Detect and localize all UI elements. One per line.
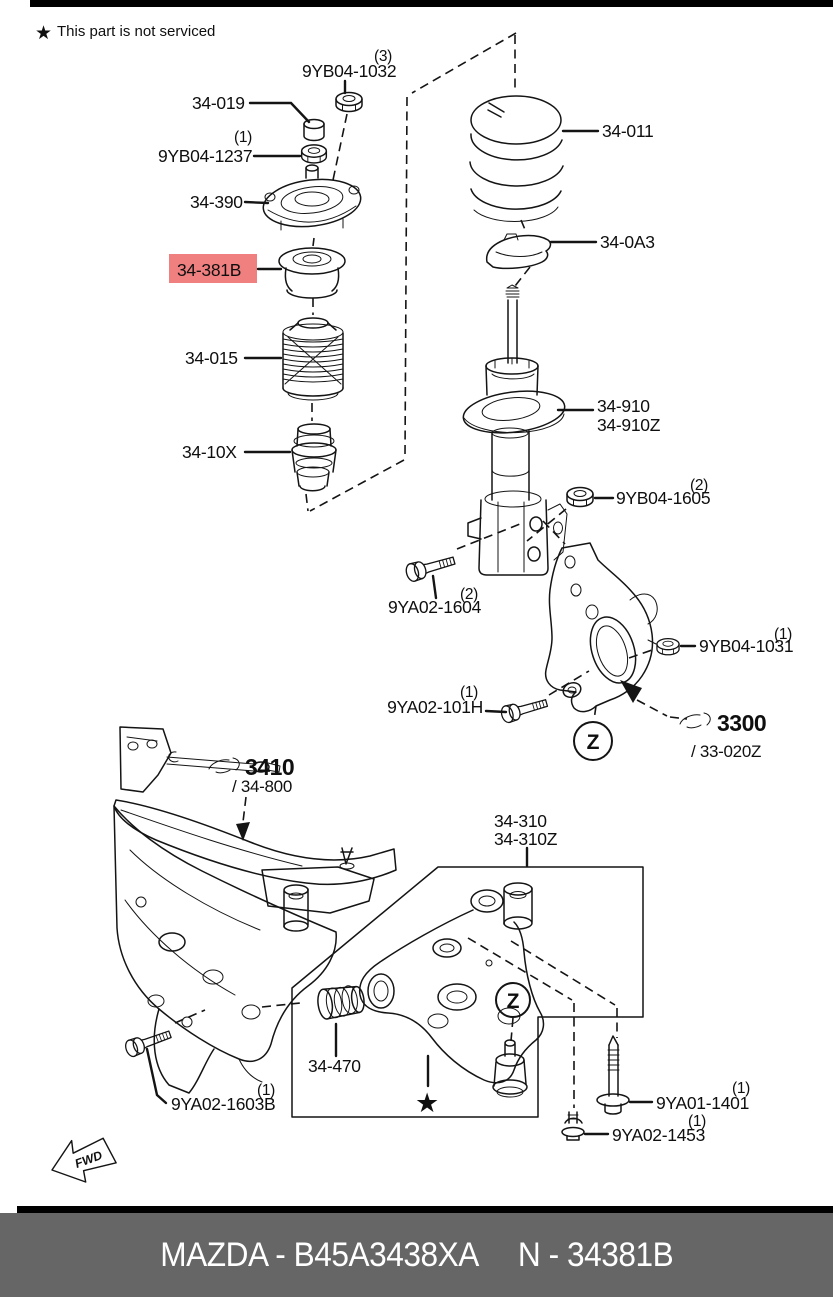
part-code-label[interactable]: 34-0A3 [600,232,655,252]
qty-label: (1) [688,1113,706,1130]
label-coil-spring: 34-011 [561,121,654,141]
part-code-label[interactable]: 34-470 [308,1056,362,1076]
qty-label: (1) [774,626,792,643]
strut-art [462,284,568,576]
label-crossmember-bolt: (1) 9YA02-1603B [145,1047,276,1114]
qty-label: (1) [234,129,252,146]
footer-divider [17,1206,833,1213]
bearing-art [278,247,346,299]
qty-label: (1) [257,1082,275,1099]
crossmember-pointer-arrow [236,822,250,841]
legend-text: This part is not serviced [57,23,215,40]
label-arm-bushing: 34-470 [308,1022,362,1076]
part-code-label[interactable]: 9YB04-1237 [158,146,253,166]
strut-mount-art [262,164,362,231]
part-code-label[interactable]: 34-015 [185,348,238,368]
qty-label: (2) [460,586,478,603]
label-knuckle-nut: (1) 9YB04-1031 [679,626,794,656]
knuckle-nut-art [656,637,680,656]
label-strut-nut: (2) 9YB04-1605 [593,477,711,508]
arm-bushing-art [317,985,365,1020]
brake-ref-sketch-icon [679,712,711,729]
label-strut: 34-910 34-910Z [556,396,661,435]
arm-front-bolt-art [561,1111,585,1141]
part-code-label[interactable]: 9YA02-1603B [171,1094,276,1114]
part-code-label[interactable]: 9YA02-1453 [612,1125,705,1145]
dashed-assembly-lines [174,32,688,1108]
part-code-label[interactable]: 34-10X [182,442,238,462]
crossmember-ref-sketch-icon [208,757,240,774]
part-code-alt-label[interactable]: 34-910Z [597,415,661,435]
arm-rear-bolt-art [596,1035,630,1115]
lower-arm-frame-box [291,866,644,1118]
label-stopper-cap: 34-019 [192,93,311,124]
z-marker-letter: Z [587,731,600,754]
dust-boot-art [282,317,344,401]
selected-part-highlight [169,254,257,283]
mount-nut-art [300,144,328,164]
label-arm-front-bolt: (1) 9YA02-1453 [583,1113,706,1145]
top-nut-art [335,91,363,113]
label-strut-bolt: (2) 9YA02-1604 [388,574,482,617]
arm-bushing-ring-art [367,973,395,1009]
legend-star-icon: ★ [35,23,52,44]
strut-bolt-art [403,551,458,584]
exploded-view-diagram: ★ This part is not serviced [35,23,794,1183]
catalog-code: MAZDA - B45A3438XA [160,1235,479,1274]
label-lower-arm: 34-310 34-310Z [494,811,558,868]
knuckle-bolt-art [499,694,550,725]
spring-seat-art [485,233,552,270]
part-code-label[interactable]: 9YA01-1401 [656,1093,749,1113]
label-knuckle-bolt: (1) 9YA02-101H [387,684,508,717]
lower-arm-art [358,882,545,1098]
part-code-label[interactable]: 9YB04-1605 [616,488,711,508]
coil-spring-art [469,95,564,222]
ref-code-label[interactable]: 3300 [717,710,767,736]
strut-nut-art [566,486,594,508]
label-top-nut: (3) 9YB04-1032 [302,48,397,95]
qty-label: (1) [732,1080,750,1097]
label-bearing-highlighted: 34-381B [169,254,283,283]
label-bump-stopper: 34-10X [182,442,292,462]
qty-label: (2) [690,477,708,494]
ref-code-alt-label[interactable]: / 34-800 [232,777,292,796]
part-code-label[interactable]: 34-019 [192,93,245,113]
label-strut-mount: 34-390 [190,192,270,212]
part-code-label[interactable]: 34-910 [597,396,651,416]
stopper-cap-art [303,118,325,142]
not-serviced-star-icon: ★ [415,1088,439,1118]
fwd-arrow: FWD [51,1137,117,1183]
part-code-alt-label[interactable]: 34-310Z [494,829,558,849]
part-code-label[interactable]: 9YA02-1604 [388,597,482,617]
qty-label: (3) [374,48,392,65]
label-spring-seat: 34-0A3 [549,232,655,252]
part-number: N - 34381B [517,1235,674,1274]
label-arm-rear-bolt: (1) 9YA01-1401 [628,1080,750,1113]
part-code-label[interactable]: 9YB04-1031 [699,636,794,656]
z-marker-letter: Z [507,990,520,1013]
z-marker-knuckle: Z [573,721,613,761]
legend: ★ This part is not serviced [35,23,215,44]
label-brake-ref: 3300 / 33-020Z [691,710,767,761]
part-code-label[interactable]: 34-381B [177,260,241,280]
crossmember-art [113,726,397,1094]
bump-stopper-art [291,423,337,492]
label-crossmember-ref: 3410 / 34-800 [232,754,295,796]
z-marker-arm: Z [495,982,531,1018]
part-code-label[interactable]: 34-310 [494,811,548,831]
ref-code-label[interactable]: 3410 [245,754,295,780]
footer-bar: MAZDA - B45A3438XA N - 34381B [0,1213,833,1297]
label-mount-nut: (1) 9YB04-1237 [158,129,302,166]
part-code-label[interactable]: 9YB04-1032 [302,61,397,81]
ref-code-alt-label[interactable]: / 33-020Z [691,742,761,761]
part-code-label[interactable]: 9YA02-101H [387,697,483,717]
knuckle-pointer-arrow [620,680,642,703]
part-code-label[interactable]: 34-011 [602,121,654,141]
label-dust-boot: 34-015 [185,348,283,368]
top-border-bar [30,0,833,7]
qty-label: (1) [460,684,478,701]
part-code-label[interactable]: 34-390 [190,192,244,212]
